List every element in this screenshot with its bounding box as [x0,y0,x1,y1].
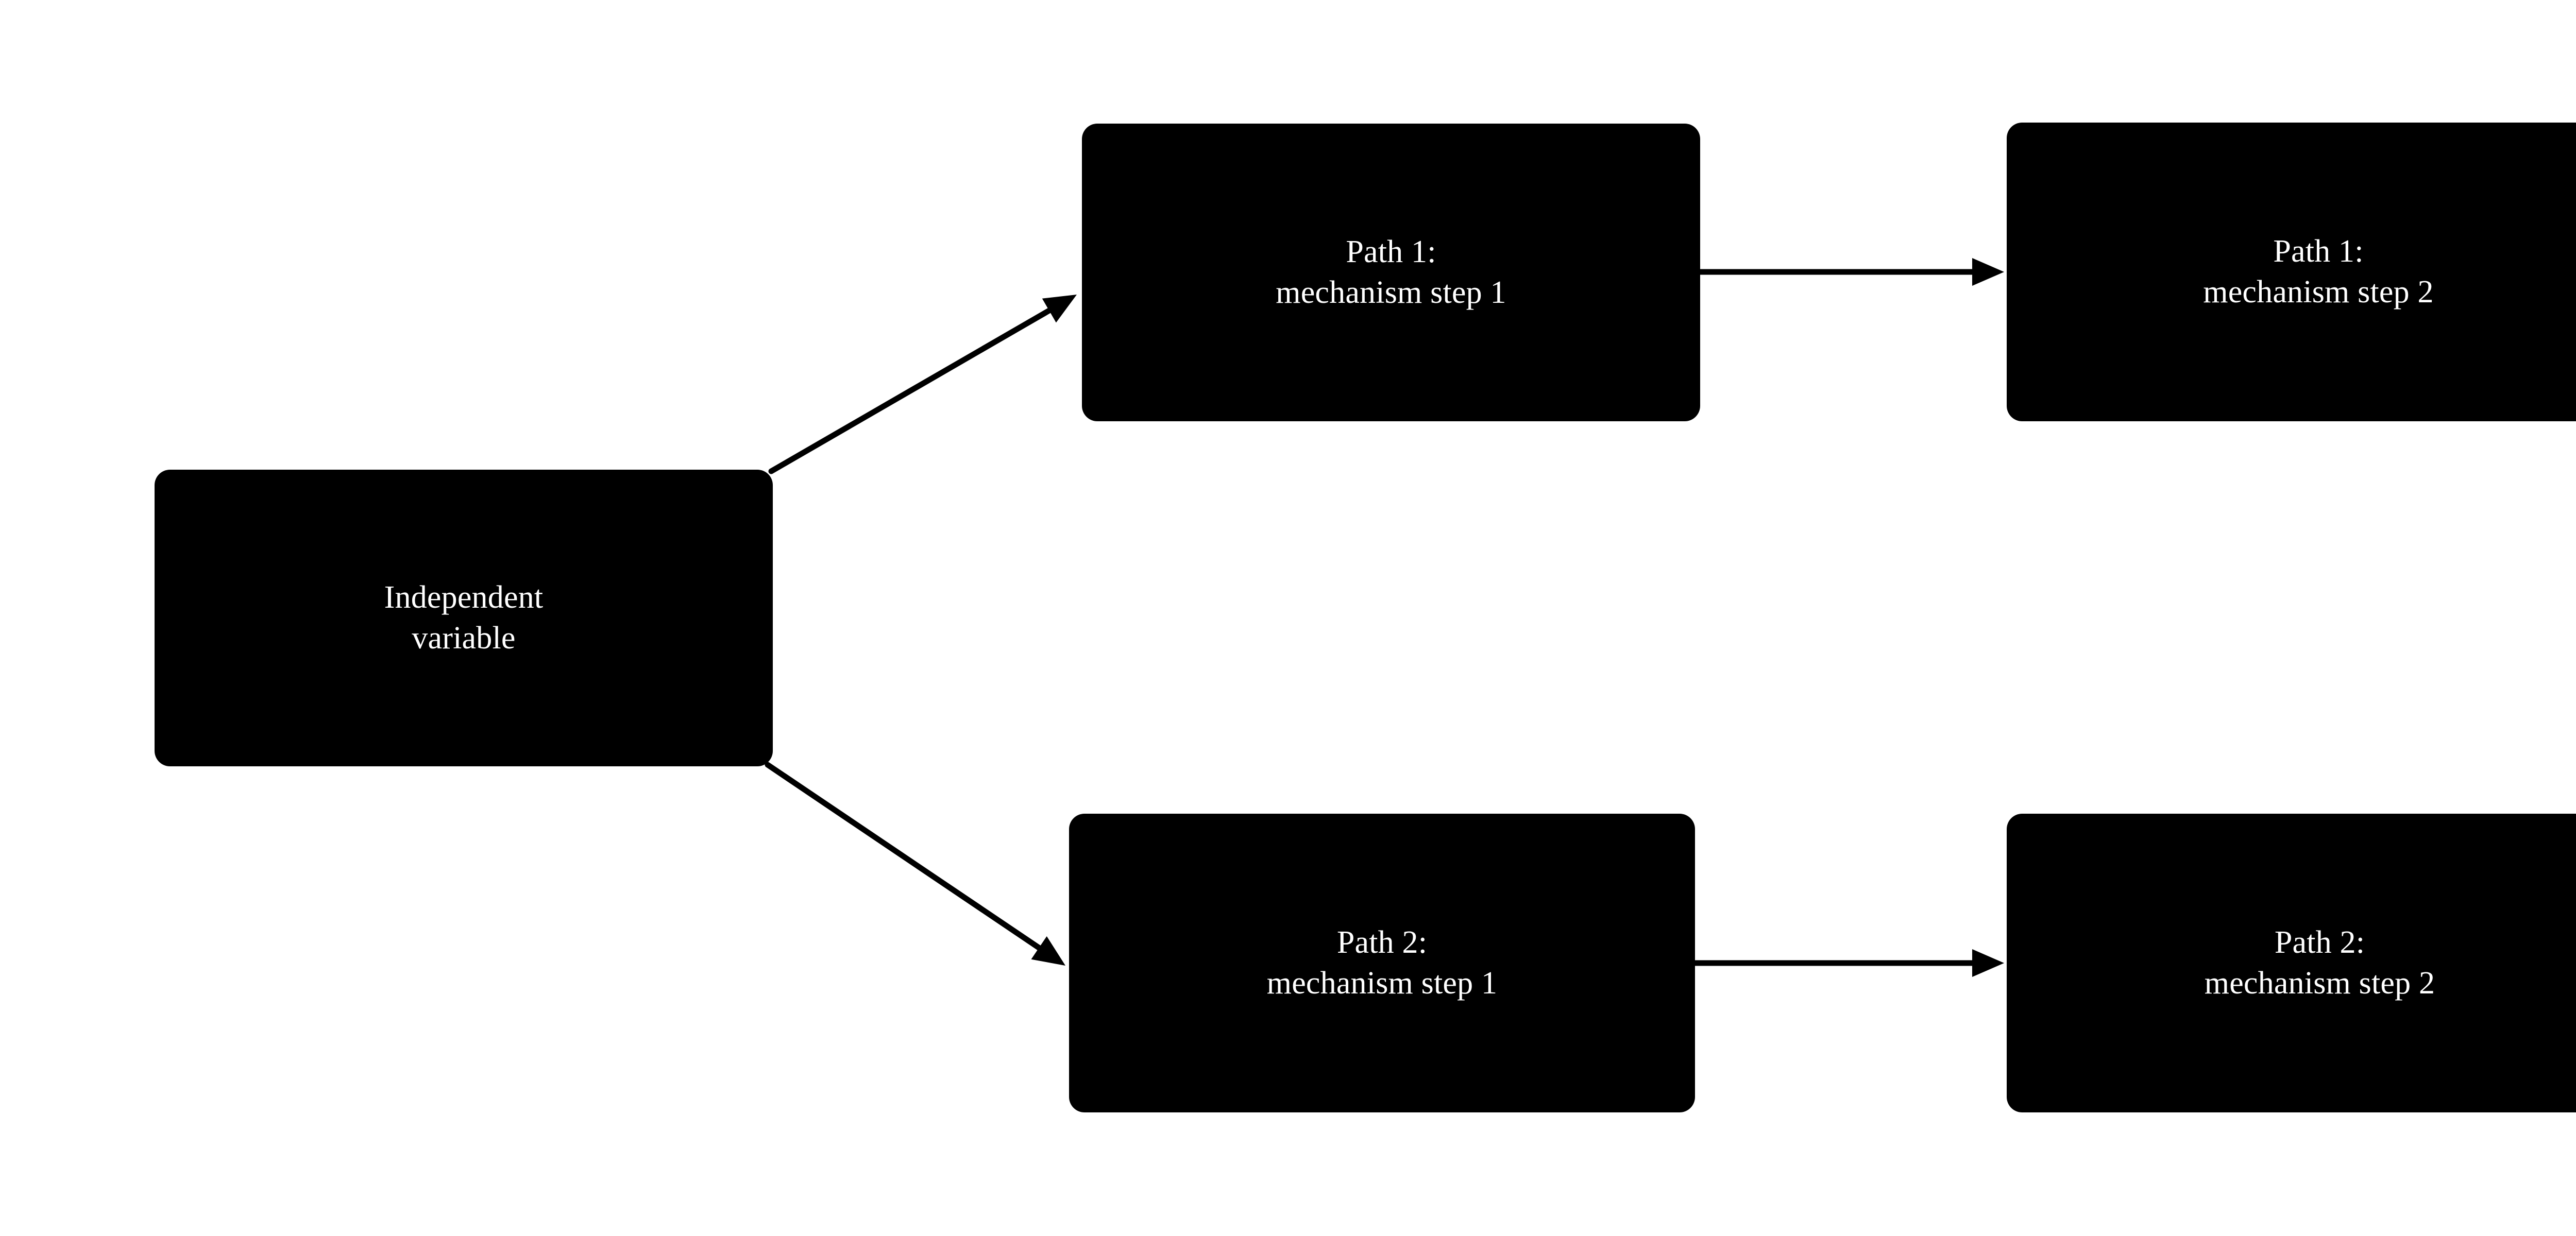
node-path1-mechanism-step-2-label-line1: Path 1: [2273,233,2364,269]
node-path2-mechanism-step-2-label-line1: Path 2: [2274,924,2365,960]
node-path2-mechanism-step-1-label-line2: mechanism step 1 [1266,966,1498,1001]
node-path2-mechanism-step-2[interactable]: Path 2: mechanism step 2 [2007,814,2576,1112]
node-independent-variable[interactable]: Independent variable [155,470,773,766]
node-path2-mechanism-step-2-label-line2: mechanism step 2 [2204,966,2435,1001]
node-path1-mechanism-step-1[interactable]: Path 1: mechanism step 1 [1082,124,1700,421]
node-independent-variable-label-line1: Independent [384,579,544,615]
arrow-independent-to-path2-step1 [765,762,1065,966]
node-path2-mechanism-step-1[interactable]: Path 2: mechanism step 1 [1069,814,1695,1112]
arrowhead [1972,949,2004,977]
node-path1-mechanism-step-2-label-line2: mechanism step 2 [2203,274,2434,310]
arrow-independent-to-path1-step1 [768,295,1077,474]
node-path2-mechanism-step-1-label-line1: Path 2: [1336,924,1428,960]
node-path1-mechanism-step-2[interactable]: Path 1: mechanism step 2 [2007,123,2576,421]
arrowhead [1031,936,1065,966]
arrow-path2-step1-to-path2-step2 [1692,949,2004,977]
arrow-path1-step1-to-path1-step2 [1697,258,2004,286]
node-path1-mechanism-step-1-label-line2: mechanism step 1 [1276,275,1506,310]
node-independent-variable-label-line2: variable [412,621,516,656]
node-path1-mechanism-step-1-label-line1: Path 1: [1346,234,1436,269]
arrowhead [1972,258,2004,286]
arrowhead [1042,295,1077,323]
